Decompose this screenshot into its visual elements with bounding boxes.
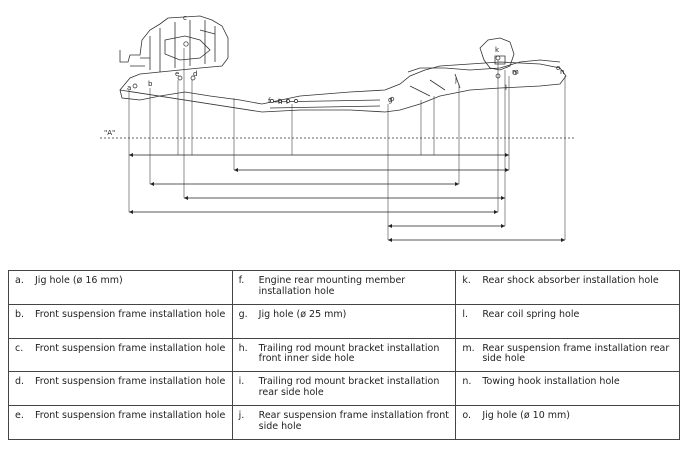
point-label-n: n — [560, 68, 564, 76]
point-label-m: m — [512, 68, 519, 76]
legend-cell: b. Front suspension frame installation ho… — [8, 303, 233, 339]
legend-row: e. Front suspension frame installation ho… — [8, 405, 680, 440]
legend-row: b. Front suspension frame installation ho… — [8, 303, 680, 339]
legend-letter: m. — [462, 342, 475, 354]
legend-cell: n. Towing hook installation hole — [455, 371, 680, 407]
legend-text: Jig hole (ø 16 mm) — [35, 275, 123, 286]
legend-cell: f. Engine rear mounting member installati… — [231, 270, 457, 305]
point-label-i: i — [286, 98, 288, 106]
legend-cell: m. Rear suspension frame installation rea… — [455, 337, 680, 373]
legend-cell: a. Jig hole (ø 16 mm) — [8, 270, 233, 305]
legend-text: Towing hook installation hole — [482, 376, 620, 388]
legend-cell: i. Trailing rod mount bracket installatio… — [231, 371, 457, 407]
legend-letter: b. — [15, 308, 25, 320]
legend-cell: l. Rear coil spring hole — [455, 303, 680, 339]
front-structure — [119, 15, 263, 105]
reference-line-label: "A" — [104, 129, 115, 137]
rear-structure — [407, 59, 561, 73]
point-label-d: d — [193, 70, 197, 78]
point-label-e: e — [175, 70, 179, 78]
legend-text: Front suspension frame installation hole — [35, 376, 226, 388]
legend-text: Trailing rod mount bracket installation … — [258, 376, 440, 398]
legend-text: Front suspension frame installation hole — [35, 410, 226, 422]
legend-letter: a. — [15, 275, 24, 286]
legend-cell: c. Front suspension frame installation ho… — [8, 337, 233, 373]
legend-row: d. Front suspension frame installation ho… — [8, 371, 680, 407]
legend-text: Rear suspension frame installation rear … — [482, 342, 670, 365]
legend-row: c. Front suspension frame installation ho… — [8, 337, 680, 373]
legend-text: Rear coil spring hole — [482, 308, 580, 320]
legend-text: Engine rear mounting member installation… — [258, 275, 406, 297]
legend-table: a. Jig hole (ø 16 mm) f. Engine rear mount… — [8, 270, 680, 440]
point-label-g: g — [388, 96, 392, 104]
legend-letter: d. — [15, 376, 25, 388]
legend-letter: c. — [15, 342, 24, 354]
legend-letter: k. — [462, 275, 471, 286]
legend-cell: e. Front suspension frame installation ho… — [8, 405, 233, 440]
point-label-h: h — [278, 98, 282, 106]
point-label-k: k — [495, 46, 500, 54]
legend-letter: j. — [238, 410, 245, 422]
legend-letter: g. — [238, 308, 248, 320]
point-label-b: b — [148, 80, 153, 88]
legend-letter: l. — [462, 308, 468, 320]
legend-letter: e. — [15, 410, 24, 422]
legend-text: Rear shock absorber installation hole — [482, 275, 659, 286]
legend-text: Jig hole (ø 10 mm) — [482, 410, 571, 422]
legend-cell: g. Jig hole (ø 25 mm) — [231, 303, 457, 339]
side-rail — [261, 61, 567, 113]
legend-letter: n. — [462, 376, 472, 388]
legend-cell: h. Trailing rod mount bracket installatio… — [231, 337, 457, 373]
point-label-o: o — [556, 64, 560, 72]
legend-letter: h. — [238, 342, 248, 354]
point-label-l: l — [505, 84, 507, 92]
legend-text: Jig hole (ø 25 mm) — [258, 308, 347, 320]
point-label-f: f — [268, 97, 271, 105]
legend-text: Front suspension frame installation hole — [35, 308, 226, 320]
point-label-c: c — [183, 14, 187, 22]
legend-letter: o. — [462, 410, 471, 422]
legend-cell: o. Jig hole (ø 10 mm) — [455, 405, 680, 440]
point-label-a: a — [127, 84, 131, 92]
legend-cell: d. Front suspension frame installation ho… — [8, 371, 233, 407]
legend-cell: k. Rear shock absorber installation hole — [455, 270, 680, 305]
legend-text: Trailing rod mount bracket installation … — [258, 342, 440, 365]
underbody-dimension-diagram: a b c d e f g h i j k l m n o "A" — [100, 14, 575, 242]
legend-text: Front suspension frame installation hole — [35, 342, 226, 354]
point-label-j: j — [454, 76, 457, 84]
legend-row: a. Jig hole (ø 16 mm) f. Engine rear mount… — [8, 270, 680, 305]
legend-letter: f. — [238, 275, 245, 286]
legend-cell: j. Rear suspension frame installation fro… — [231, 405, 457, 440]
legend-text: Rear suspension frame installation front… — [258, 410, 449, 432]
legend-letter: i. — [238, 376, 245, 388]
